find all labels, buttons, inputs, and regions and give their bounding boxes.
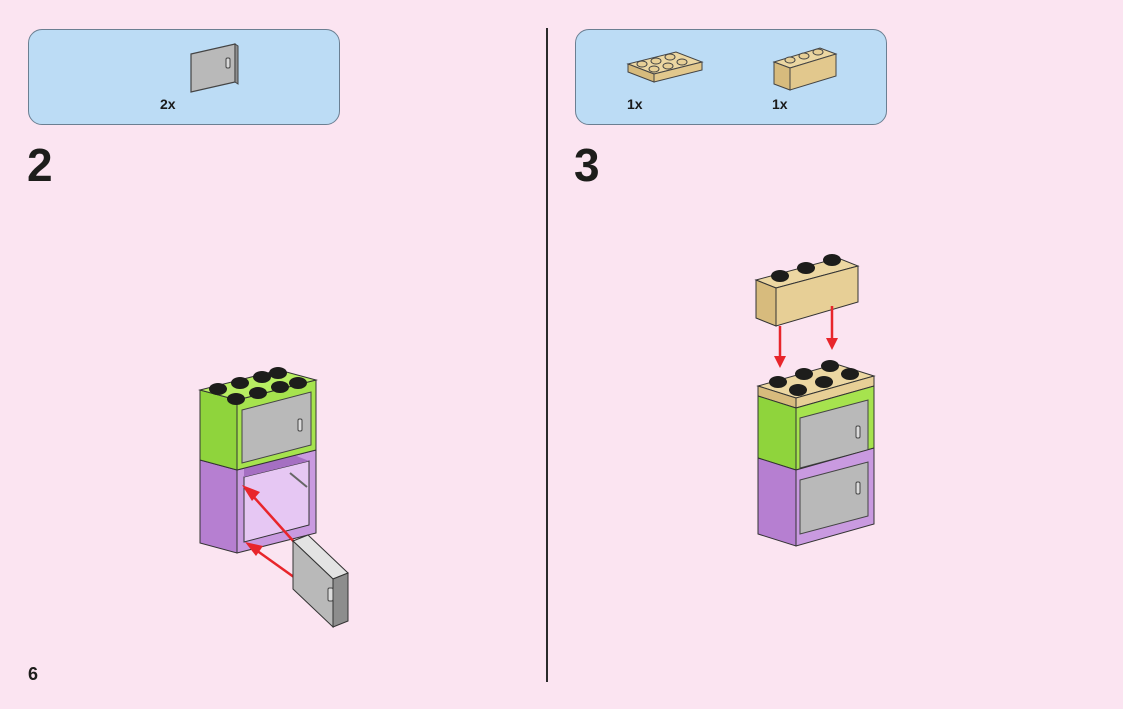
parts-box-step-3: 1x 1x — [575, 29, 887, 125]
lavender-cabinet — [199, 449, 317, 554]
page-number: 6 — [28, 664, 39, 684]
lavender-cabinet — [757, 447, 875, 547]
parts-box-step-2: 2x — [28, 29, 340, 125]
tan-plate-part-icon — [626, 51, 704, 83]
step-number: 3 — [574, 139, 600, 191]
door-panel-part-icon — [190, 43, 239, 93]
tan-brick-part-icon — [772, 47, 838, 91]
page-divider — [546, 28, 548, 682]
door-panel — [292, 534, 349, 629]
placement-arrows — [774, 306, 838, 368]
part-quantity: 2x — [160, 96, 176, 112]
step-3-assembly-illustration — [754, 254, 876, 547]
part-quantity: 1x — [627, 96, 643, 112]
tan-brick — [754, 254, 860, 327]
lime-cabinet — [757, 385, 875, 471]
insert-arrows — [242, 485, 299, 582]
part-quantity: 1x — [772, 96, 788, 112]
step-2-assembly-illustration — [198, 367, 349, 629]
lime-cabinet — [198, 367, 318, 471]
step-number: 2 — [27, 139, 53, 191]
